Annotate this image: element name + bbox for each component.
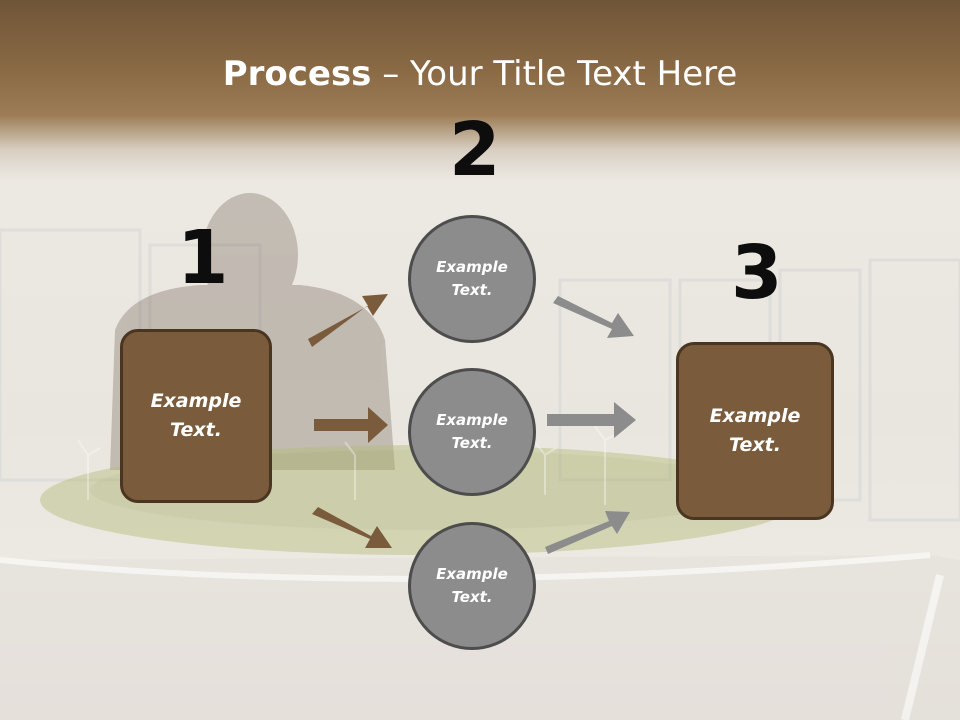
arrow-up-right-icon xyxy=(545,511,630,554)
title-rest: – Your Title Text Here xyxy=(371,54,738,94)
gray-arrows xyxy=(545,296,636,554)
box-text-line: Example xyxy=(709,405,801,427)
arrow-down-right-icon xyxy=(553,296,634,338)
box-text-line: Text. xyxy=(170,419,222,441)
arrow-down-right-icon xyxy=(312,507,392,548)
slide-title: Process – Your Title Text Here xyxy=(0,52,960,96)
title-bold: Process xyxy=(222,54,372,94)
step-number-2: 2 xyxy=(449,107,501,193)
circle-text-line: Example xyxy=(436,565,508,583)
step-number-1: 1 xyxy=(177,215,229,301)
circle-text-line: Text. xyxy=(451,281,493,299)
box-text-line: Text. xyxy=(729,434,781,456)
step-number-3: 3 xyxy=(731,230,783,316)
circle-text-line: Text. xyxy=(451,588,493,606)
box-text-line: Example xyxy=(150,390,242,412)
circle-text-line: Text. xyxy=(451,434,493,452)
circle-text-line: Example xyxy=(436,258,508,276)
brown-arrows xyxy=(308,294,392,548)
circle-text-line: Example xyxy=(436,411,508,429)
arrow-up-right-icon xyxy=(308,294,388,347)
arrow-right-icon xyxy=(547,402,636,438)
arrow-right-icon xyxy=(314,407,388,443)
